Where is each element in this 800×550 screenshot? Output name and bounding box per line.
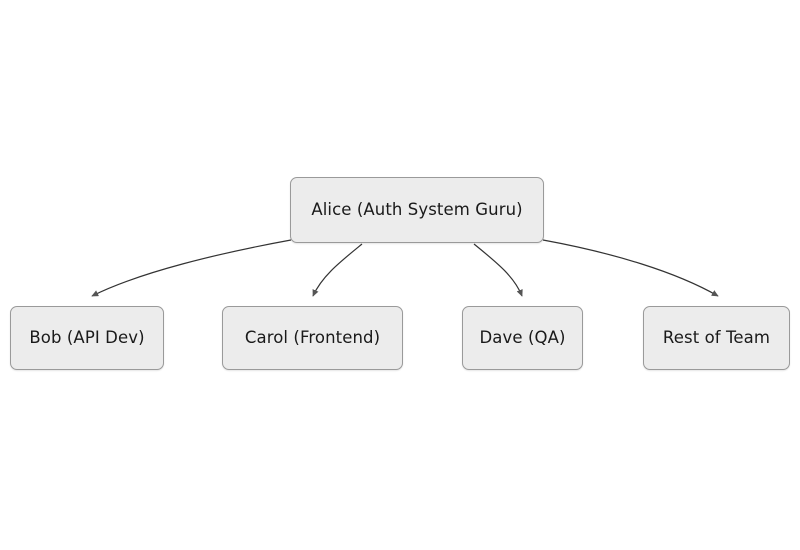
node-rest-of-team[interactable]: Rest of Team: [643, 306, 790, 370]
node-carol-label: Carol (Frontend): [244, 327, 381, 347]
edge-alice-to-dave: [473, 243, 523, 297]
edge-alice-to-carol: [312, 243, 363, 297]
node-bob[interactable]: Bob (API Dev): [10, 306, 164, 370]
node-dave-label: Dave (QA): [479, 327, 566, 347]
node-rest-of-team-label: Rest of Team: [662, 327, 771, 347]
node-carol[interactable]: Carol (Frontend): [222, 306, 403, 370]
node-alice[interactable]: Alice (Auth System Guru): [290, 177, 544, 243]
node-alice-label: Alice (Auth System Guru): [311, 199, 523, 219]
node-bob-label: Bob (API Dev): [29, 327, 145, 347]
edge-alice-to-bob: [91, 239, 292, 297]
node-dave[interactable]: Dave (QA): [462, 306, 583, 370]
edge-alice-to-rest: [542, 239, 719, 297]
